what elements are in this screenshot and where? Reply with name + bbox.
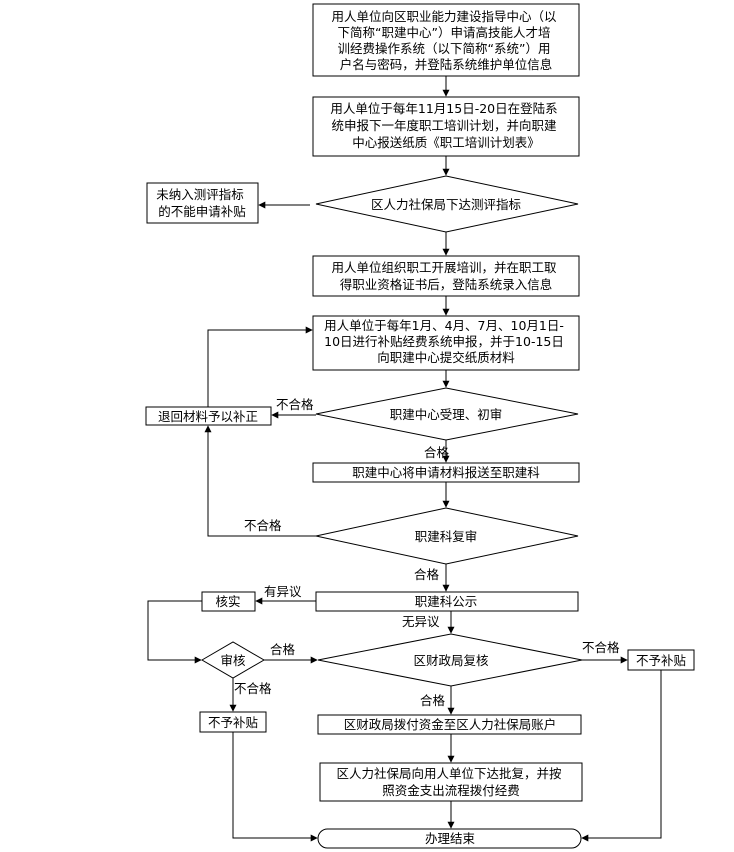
forward-text: 职建中心将申请材料报送至职建科 (352, 465, 540, 480)
finance-review-text: 区财政局复核 (413, 653, 489, 668)
label-finance-fail: 不合格 (582, 640, 620, 655)
label-audit-fail: 不合格 (234, 681, 272, 696)
arrow-right-no-subsidy-end (581, 670, 662, 842)
label-pass-initial: 合格 (424, 445, 450, 460)
no-subsidy-right-text: 不予补贴 (636, 653, 686, 668)
step2-box (312, 96, 580, 157)
label-no-objection: 无异议 (402, 614, 440, 629)
label-fail-initial: 不合格 (276, 397, 314, 412)
label-has-objection: 有异议 (264, 584, 302, 599)
label-pass-section: 合格 (414, 567, 440, 582)
approval-box (319, 762, 583, 802)
label-audit-pass: 合格 (270, 642, 296, 657)
section-review-diamond (315, 507, 579, 565)
initial-review-diamond (315, 387, 579, 441)
end-terminal (317, 828, 582, 849)
arrow-left-no-subsidy-end (232, 732, 318, 842)
return-fix-text: 退回材料予以补正 (158, 409, 258, 424)
section-review-text: 职建科复审 (415, 529, 478, 544)
step1-box (312, 3, 580, 77)
end-text: 办理结束 (425, 831, 476, 846)
audit-text: 审核 (220, 653, 246, 668)
step1-text: 用人单位向区职业能力建设指导中心（以 下简称“职建中心”）申请高技能人才培 训经… (332, 9, 561, 72)
step3-text: 用人单位组织职工开展培训，并在职工取 得职业资格证书后，登陆系统录入信息 (332, 260, 561, 292)
eval-index-diamond (315, 175, 579, 233)
arrow-return-step4 (207, 326, 313, 407)
fund-transfer-text: 区财政局拨付资金至区人力社保局账户 (344, 717, 557, 732)
fund-transfer-box (317, 714, 582, 735)
not-included-box (146, 182, 259, 224)
no-subsidy-left-text: 不予补贴 (208, 715, 258, 730)
approval-text: 区人力社保局向用人单位下达批复，并按 照资金支出流程拨付经费 (337, 766, 566, 798)
initial-review-text: 职建中心受理、初审 (390, 407, 503, 422)
step4-text: 用人单位于每年1月、4月、7月、10月1日- 10日进行补贴经费系统申报，并于1… (324, 318, 568, 365)
arrow-section-return (204, 425, 316, 537)
step4-box (312, 315, 580, 371)
label-finance-pass: 合格 (420, 693, 446, 708)
eval-index-text: 区人力社保局下达测评指标 (371, 197, 521, 212)
step3-box (312, 255, 580, 297)
verify-text: 核实 (215, 594, 240, 609)
arrow-verify-audit (147, 600, 202, 664)
step2-text: 用人单位于每年11月15日-20日在登陆系 统申报下一年度职工培训计划，并向职建… (330, 101, 561, 150)
publicity-text: 职建科公示 (415, 594, 478, 609)
not-included-text: 未纳入测评指标 的不能申请补贴 (156, 187, 248, 219)
label-fail-section: 不合格 (244, 518, 282, 533)
